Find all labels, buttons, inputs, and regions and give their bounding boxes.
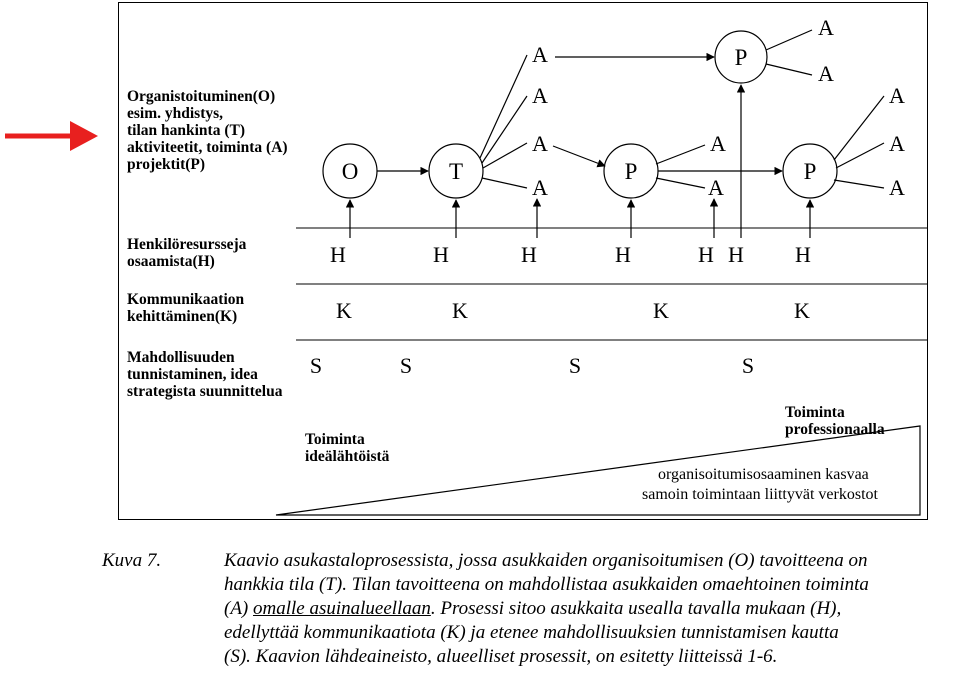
- label-line: Mahdollisuuden: [127, 349, 235, 366]
- label-line: strategista suunnittelua: [127, 383, 283, 400]
- branches-p3: [765, 29, 813, 76]
- node-k: K: [653, 298, 669, 323]
- node-a: A: [889, 131, 905, 156]
- caption-line: edellyttää kommunikaatiota (K) ja etenee…: [224, 622, 839, 643]
- node-circle-t: [428, 143, 484, 199]
- node-s: S: [310, 353, 322, 378]
- label-line: Toiminta: [785, 404, 845, 421]
- branches-p2: [833, 95, 885, 189]
- node-h: H: [615, 242, 631, 267]
- node-a: A: [532, 131, 548, 156]
- label-line: osaamista(H): [127, 253, 215, 270]
- node-p: P: [735, 45, 748, 70]
- red-pointer-arrow: [5, 121, 98, 151]
- caption-line: (S). Kaavion lähdeaineisto, alueelliset …: [224, 646, 778, 667]
- arrow-a-to-p: [552, 145, 606, 168]
- node-a: A: [532, 175, 548, 200]
- node-a: A: [818, 15, 834, 40]
- caption-line-3: (A) omalle asuinalueellaan. Prosessi sit…: [224, 597, 841, 621]
- label-line: tilan hankinta (T): [127, 122, 246, 139]
- label-mahdollisuus: Mahdollisuuden tunnistaminen, idea strat…: [127, 349, 282, 400]
- label-line: ideälähtöistä: [305, 448, 390, 465]
- label-toiminta-prof: Toiminta professionaalla: [785, 404, 885, 438]
- caption-tag: Kuva 7.: [102, 550, 162, 571]
- caption-underlined: omalle asuinalueellaan: [253, 598, 431, 619]
- caption-line: Kaavio asukastaloprosessista, jossa asuk…: [224, 550, 868, 571]
- branches-p1: [655, 144, 706, 189]
- caption-text: (A): [224, 598, 254, 619]
- node-h: H: [521, 242, 537, 267]
- growth-note-2: samoin toimintaan liittyvät verkostot: [642, 486, 878, 503]
- node-a: A: [818, 61, 834, 86]
- node-h: H: [698, 242, 714, 267]
- node-h: H: [433, 242, 449, 267]
- node-a: A: [710, 131, 726, 156]
- node-a: A: [532, 83, 548, 108]
- diagram-frame: [118, 2, 928, 520]
- label-line: aktiviteetit, toiminta (A): [127, 139, 288, 156]
- label-line: Kommunikaation: [127, 291, 245, 308]
- label-line: Henkilöresursseja: [127, 236, 247, 253]
- node-o: O: [342, 159, 359, 184]
- node-a: A: [708, 175, 724, 200]
- node-s: S: [400, 353, 412, 378]
- node-h: H: [728, 242, 744, 267]
- label-line: kehittäminen(K): [127, 308, 238, 325]
- growth-note-1: organisoitumisosaaminen kasvaa: [658, 466, 869, 483]
- caption-line: hankkia tila (T). Tilan tavoitteena on m…: [224, 574, 869, 595]
- label-line: Organistoituminen(O): [127, 88, 276, 105]
- node-circle-p3: [714, 30, 768, 84]
- branches-t: [479, 54, 528, 189]
- node-k: K: [336, 298, 352, 323]
- label-line: professionaalla: [785, 421, 885, 438]
- label-line: tunnistaminen, idea: [127, 366, 258, 383]
- node-k: K: [452, 298, 468, 323]
- label-organisation: Organistoituminen(O) esim. yhdistys, til…: [127, 88, 288, 173]
- node-h: H: [330, 242, 346, 267]
- node-s: S: [569, 353, 581, 378]
- label-henkiloresurssit: Henkilöresursseja osaamista(H): [127, 236, 246, 270]
- node-a: A: [532, 42, 548, 67]
- label-kommunikaatio: Kommunikaation kehittäminen(K): [127, 291, 244, 325]
- node-t: T: [449, 159, 463, 184]
- growth-wedge: [275, 425, 921, 516]
- label-line: esim. yhdistys,: [127, 105, 224, 122]
- node-k: K: [794, 298, 810, 323]
- caption-text: . Prosessi sitoo asukkaita usealla taval…: [430, 598, 842, 619]
- node-a: A: [889, 175, 905, 200]
- label-line: Toiminta: [305, 431, 365, 448]
- node-s: S: [742, 353, 754, 378]
- label-toiminta-ideal: Toiminta ideälähtöistä: [305, 431, 389, 465]
- label-line: projektit(P): [127, 156, 206, 173]
- node-a: A: [889, 83, 905, 108]
- node-circle-p2: [782, 143, 838, 199]
- node-p: P: [804, 159, 817, 184]
- node-h: H: [795, 242, 811, 267]
- node-p: P: [625, 159, 638, 184]
